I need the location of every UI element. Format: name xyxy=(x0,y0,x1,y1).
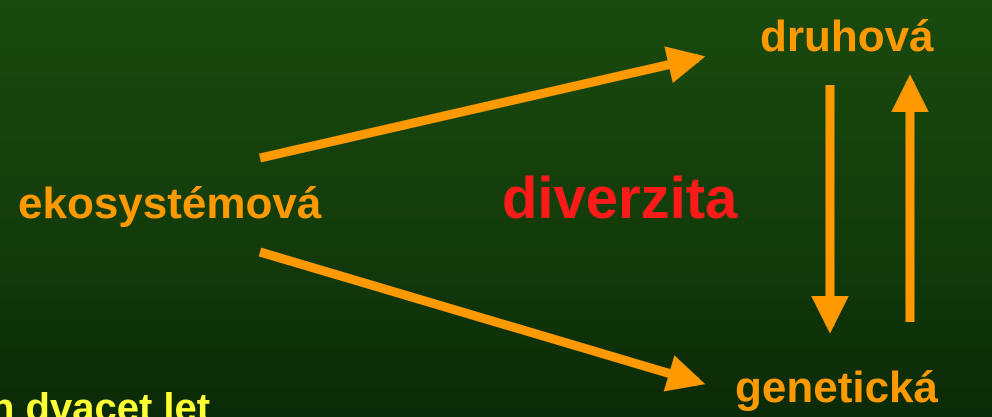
node-druhova: druhová xyxy=(760,12,934,61)
node-ekosystemova: ekosystémová xyxy=(18,179,322,228)
arrow-ekosystemova-to-geneticka xyxy=(258,247,706,392)
center-label-diverzita: diverzita xyxy=(502,166,738,231)
bottom-caption-text: h dvacet let xyxy=(0,386,211,417)
node-geneticka: genetická xyxy=(735,363,938,412)
arrow-ekosystemova-to-druhova xyxy=(258,46,706,163)
